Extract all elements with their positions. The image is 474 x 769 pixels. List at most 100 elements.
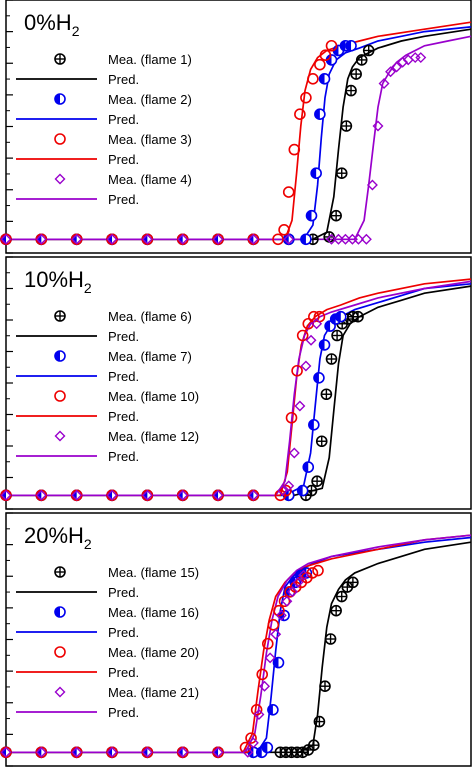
data-point bbox=[335, 590, 348, 603]
data-point bbox=[397, 56, 409, 68]
data-point bbox=[300, 360, 312, 372]
legend-label: Pred. bbox=[108, 72, 139, 87]
data-point bbox=[267, 703, 279, 716]
data-point bbox=[391, 61, 403, 73]
data-point bbox=[324, 633, 337, 645]
data-point bbox=[352, 233, 364, 245]
data-point bbox=[270, 628, 282, 640]
data-point bbox=[264, 652, 276, 664]
data-point bbox=[302, 317, 315, 330]
legend-label: Mea. (flame 3) bbox=[108, 132, 192, 147]
data-point bbox=[253, 709, 265, 721]
data-point bbox=[141, 746, 153, 758]
data-point bbox=[106, 233, 118, 245]
legend-label: Mea. (flame 10) bbox=[108, 389, 199, 404]
data-point bbox=[296, 329, 309, 342]
data-point bbox=[272, 656, 285, 669]
data-point bbox=[212, 489, 224, 501]
data-point bbox=[308, 418, 320, 431]
data-point bbox=[106, 489, 118, 501]
data-point bbox=[352, 310, 364, 323]
data-point bbox=[259, 680, 271, 692]
y-ticks bbox=[6, 512, 13, 767]
pred-line-2 bbox=[6, 285, 472, 497]
legend-item: Pred. bbox=[16, 705, 139, 720]
y-ticks bbox=[6, 256, 13, 510]
legend-label: Mea. (flame 1) bbox=[108, 52, 192, 67]
pred-line-6 bbox=[6, 534, 472, 754]
series-group bbox=[0, 278, 472, 502]
data-point bbox=[311, 318, 323, 330]
data-point bbox=[319, 680, 331, 693]
legend-marker bbox=[54, 93, 66, 105]
data-point bbox=[325, 353, 338, 365]
data-point bbox=[280, 484, 292, 497]
data-point bbox=[312, 564, 324, 577]
legend-item: Pred. bbox=[16, 585, 139, 600]
data-point bbox=[305, 334, 317, 346]
data-point bbox=[212, 746, 224, 758]
data-point bbox=[306, 567, 319, 579]
legend-item: Mea. (flame 12) bbox=[54, 429, 199, 444]
legend-item: Mea. (flame 21) bbox=[54, 685, 199, 700]
data-point bbox=[256, 668, 269, 681]
legend-label: Pred. bbox=[108, 625, 139, 640]
data-point bbox=[378, 78, 390, 90]
series-group bbox=[0, 534, 472, 759]
plot-frame bbox=[5, 512, 472, 767]
data-point bbox=[273, 604, 285, 617]
data-point bbox=[250, 703, 263, 716]
legend-marker bbox=[54, 310, 66, 322]
legend-item: Mea. (flame 1) bbox=[54, 52, 192, 67]
legend-item: Pred. bbox=[16, 409, 139, 424]
data-point bbox=[302, 461, 315, 473]
pred-line-6 bbox=[6, 278, 472, 497]
pred-line-4 bbox=[6, 536, 472, 754]
legend: Mea. (flame 15)Pred.Mea. (flame 16)Pred.… bbox=[16, 565, 199, 720]
pred-line-2 bbox=[6, 541, 472, 754]
data-point bbox=[350, 68, 362, 80]
data-point bbox=[345, 39, 357, 52]
data-point bbox=[35, 746, 47, 758]
legend-label: Pred. bbox=[108, 585, 139, 600]
data-point bbox=[330, 209, 342, 222]
data-point bbox=[267, 619, 280, 631]
data-point bbox=[355, 54, 368, 66]
pred-line-2 bbox=[6, 28, 472, 241]
y-ticks bbox=[6, 0, 13, 254]
data-point bbox=[278, 595, 291, 608]
legend-marker bbox=[54, 646, 66, 658]
data-point bbox=[177, 746, 189, 758]
data-point bbox=[281, 595, 293, 607]
legend-marker bbox=[54, 173, 66, 185]
legend-item: Mea. (flame 20) bbox=[54, 645, 199, 660]
data-point bbox=[319, 49, 332, 62]
legend-label: Pred. bbox=[108, 369, 139, 384]
data-point bbox=[0, 489, 12, 501]
data-point bbox=[308, 739, 320, 752]
data-point bbox=[335, 167, 348, 179]
panel-title: 10%H2 bbox=[24, 267, 92, 296]
legend-item: Pred. bbox=[16, 369, 139, 384]
data-point bbox=[288, 143, 301, 156]
data-point bbox=[177, 489, 189, 501]
legend-item: Mea. (flame 6) bbox=[54, 309, 192, 324]
data-point bbox=[318, 339, 331, 351]
data-point bbox=[261, 741, 274, 754]
legend-label: Mea. (flame 15) bbox=[108, 565, 199, 580]
data-point bbox=[242, 746, 254, 758]
data-point bbox=[71, 489, 83, 501]
data-point bbox=[282, 186, 295, 198]
data-point bbox=[292, 576, 304, 588]
legend-item: Pred. bbox=[16, 665, 139, 680]
legend-label: Mea. (flame 4) bbox=[108, 172, 192, 187]
data-point bbox=[300, 91, 312, 104]
data-point bbox=[247, 737, 259, 749]
legend-label: Pred. bbox=[108, 329, 139, 344]
legend-marker bbox=[54, 390, 66, 402]
legend-label: Pred. bbox=[108, 112, 139, 127]
pred-line-8 bbox=[6, 35, 472, 241]
data-point bbox=[278, 224, 290, 236]
data-point bbox=[294, 400, 306, 412]
legend-item: Pred. bbox=[16, 72, 139, 87]
